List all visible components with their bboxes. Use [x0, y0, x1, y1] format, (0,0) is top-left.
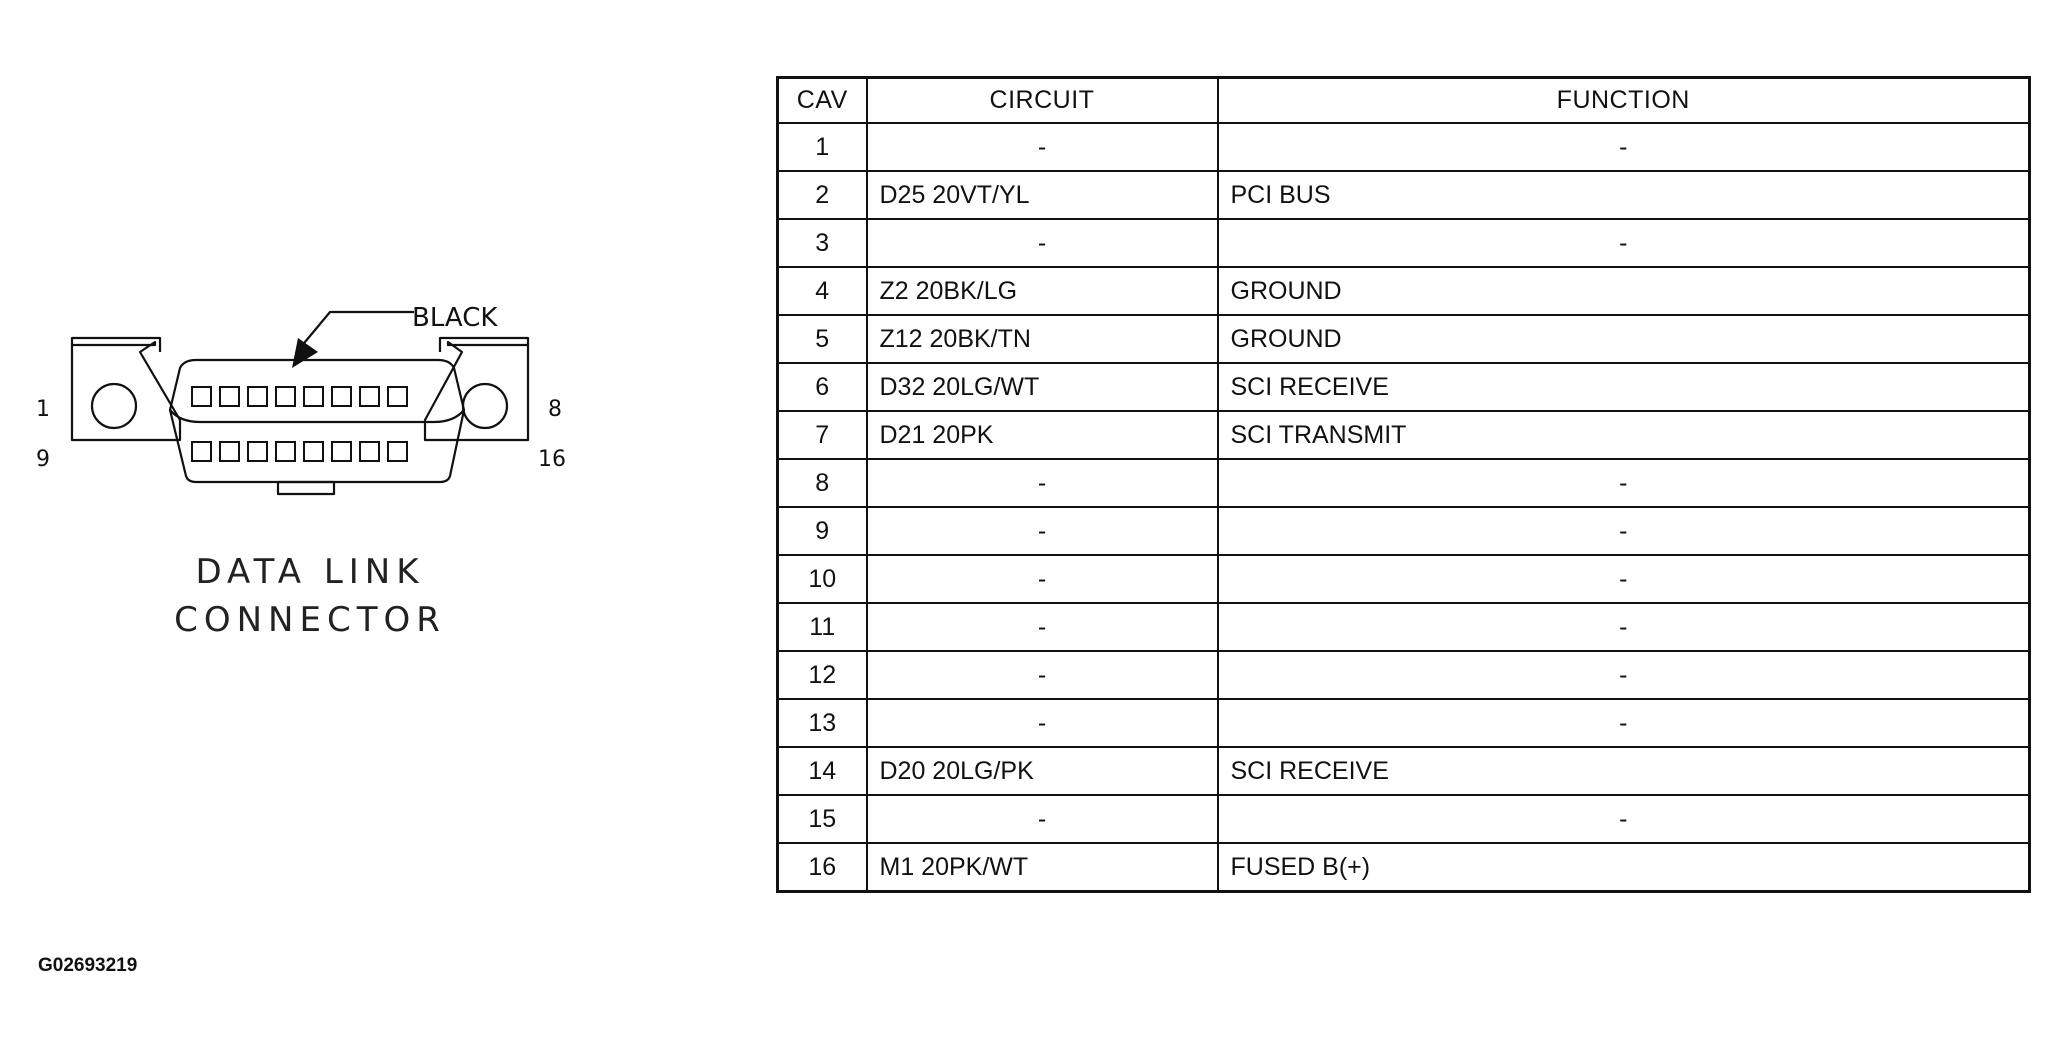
function-cell: GROUND — [1216, 314, 2031, 364]
cav-cell: 2 — [776, 170, 868, 220]
cav-cell: 1 — [776, 122, 868, 172]
function-cell: PCI BUS — [1216, 170, 2031, 220]
connector-divider — [169, 409, 465, 424]
cav-cell: 16 — [776, 842, 868, 893]
function-cell: - — [1216, 458, 2031, 508]
circuit-cell: Z12 20BK/TN — [865, 314, 1219, 364]
circuit-cell: D25 20VT/YL — [865, 170, 1219, 220]
connector-flange-right — [423, 340, 530, 442]
cav-cell: 14 — [776, 746, 868, 796]
data-link-connector-drawing: BLACK 1 8 9 16 — [36, 303, 566, 496]
function-cell: - — [1216, 554, 2031, 604]
table-row: 11-- — [776, 602, 2031, 652]
circuit-cell: - — [865, 698, 1219, 748]
function-cell: - — [1216, 218, 2031, 268]
table-row: 13-- — [776, 698, 2031, 748]
circuit-cell: M1 20PK/WT — [865, 842, 1219, 893]
connector-body — [168, 358, 466, 484]
cav-cell: 8 — [776, 458, 868, 508]
table-row: 1-- — [776, 122, 2031, 172]
circuit-cell: D20 20LG/PK — [865, 746, 1219, 796]
header-circuit: CIRCUIT — [865, 76, 1219, 124]
function-cell: - — [1216, 506, 2031, 556]
cav-cell: 7 — [776, 410, 868, 460]
circuit-cell: - — [865, 650, 1219, 700]
cav-cell: 10 — [776, 554, 868, 604]
circuit-cell: D21 20PK — [865, 410, 1219, 460]
figure-id: G02693219 — [38, 955, 138, 976]
circuit-cell: - — [865, 602, 1219, 652]
cav-cell: 6 — [776, 362, 868, 412]
circuit-cell: - — [865, 458, 1219, 508]
table-row: 3-- — [776, 218, 2031, 268]
circuit-cell: - — [865, 554, 1219, 604]
function-cell: - — [1216, 794, 2031, 844]
pin-label-8: 8 — [548, 397, 562, 422]
circuit-cell: D32 20LG/WT — [865, 362, 1219, 412]
table-row: 15-- — [776, 794, 2031, 844]
pin-row-bottom — [191, 441, 408, 462]
cav-cell: 9 — [776, 506, 868, 556]
function-cell: FUSED B(+) — [1216, 842, 2031, 893]
circuit-cell: - — [865, 122, 1219, 172]
right-screw-hole — [461, 382, 509, 430]
left-screw-hole — [90, 382, 138, 430]
function-cell: SCI RECEIVE — [1216, 746, 2031, 796]
function-cell: SCI RECEIVE — [1216, 362, 2031, 412]
cav-cell: 5 — [776, 314, 868, 364]
cav-cell: 11 — [776, 602, 868, 652]
function-cell: - — [1216, 122, 2031, 172]
pin-label-1: 1 — [36, 397, 50, 422]
function-cell: - — [1216, 650, 2031, 700]
function-cell: - — [1216, 602, 2031, 652]
left-mounting-ear — [70, 336, 162, 352]
header-function: FUNCTION — [1216, 76, 2031, 124]
pin-row-top — [191, 386, 408, 407]
cav-cell: 4 — [776, 266, 868, 316]
cav-cell: 3 — [776, 218, 868, 268]
function-cell: SCI TRANSMIT — [1216, 410, 2031, 460]
cav-cell: 15 — [776, 794, 868, 844]
connector-title-line-2: CONNECTOR — [174, 600, 446, 640]
pin-label-16: 16 — [538, 447, 566, 472]
function-cell: GROUND — [1216, 266, 2031, 316]
circuit-cell: - — [865, 218, 1219, 268]
black-callout-leader — [292, 310, 414, 368]
function-cell: - — [1216, 698, 2031, 748]
cav-cell: 13 — [776, 698, 868, 748]
table-header-row: CAV CIRCUIT FUNCTION — [776, 76, 2031, 124]
connector-key — [276, 480, 336, 496]
table-row: 10-- — [776, 554, 2031, 604]
table-row: 9-- — [776, 506, 2031, 556]
table-row: 12-- — [776, 650, 2031, 700]
right-mounting-ear — [438, 336, 530, 352]
cav-cell: 12 — [776, 650, 868, 700]
callout-black-label: BLACK — [412, 303, 498, 333]
circuit-cell: Z2 20BK/LG — [865, 266, 1219, 316]
table-row: 8-- — [776, 458, 2031, 508]
circuit-cell: - — [865, 506, 1219, 556]
pin-label-9: 9 — [36, 447, 50, 472]
circuit-cell: - — [865, 794, 1219, 844]
header-cav: CAV — [776, 76, 868, 124]
connector-flange — [70, 340, 182, 442]
connector-title-line-1: DATA LINK — [195, 552, 425, 592]
